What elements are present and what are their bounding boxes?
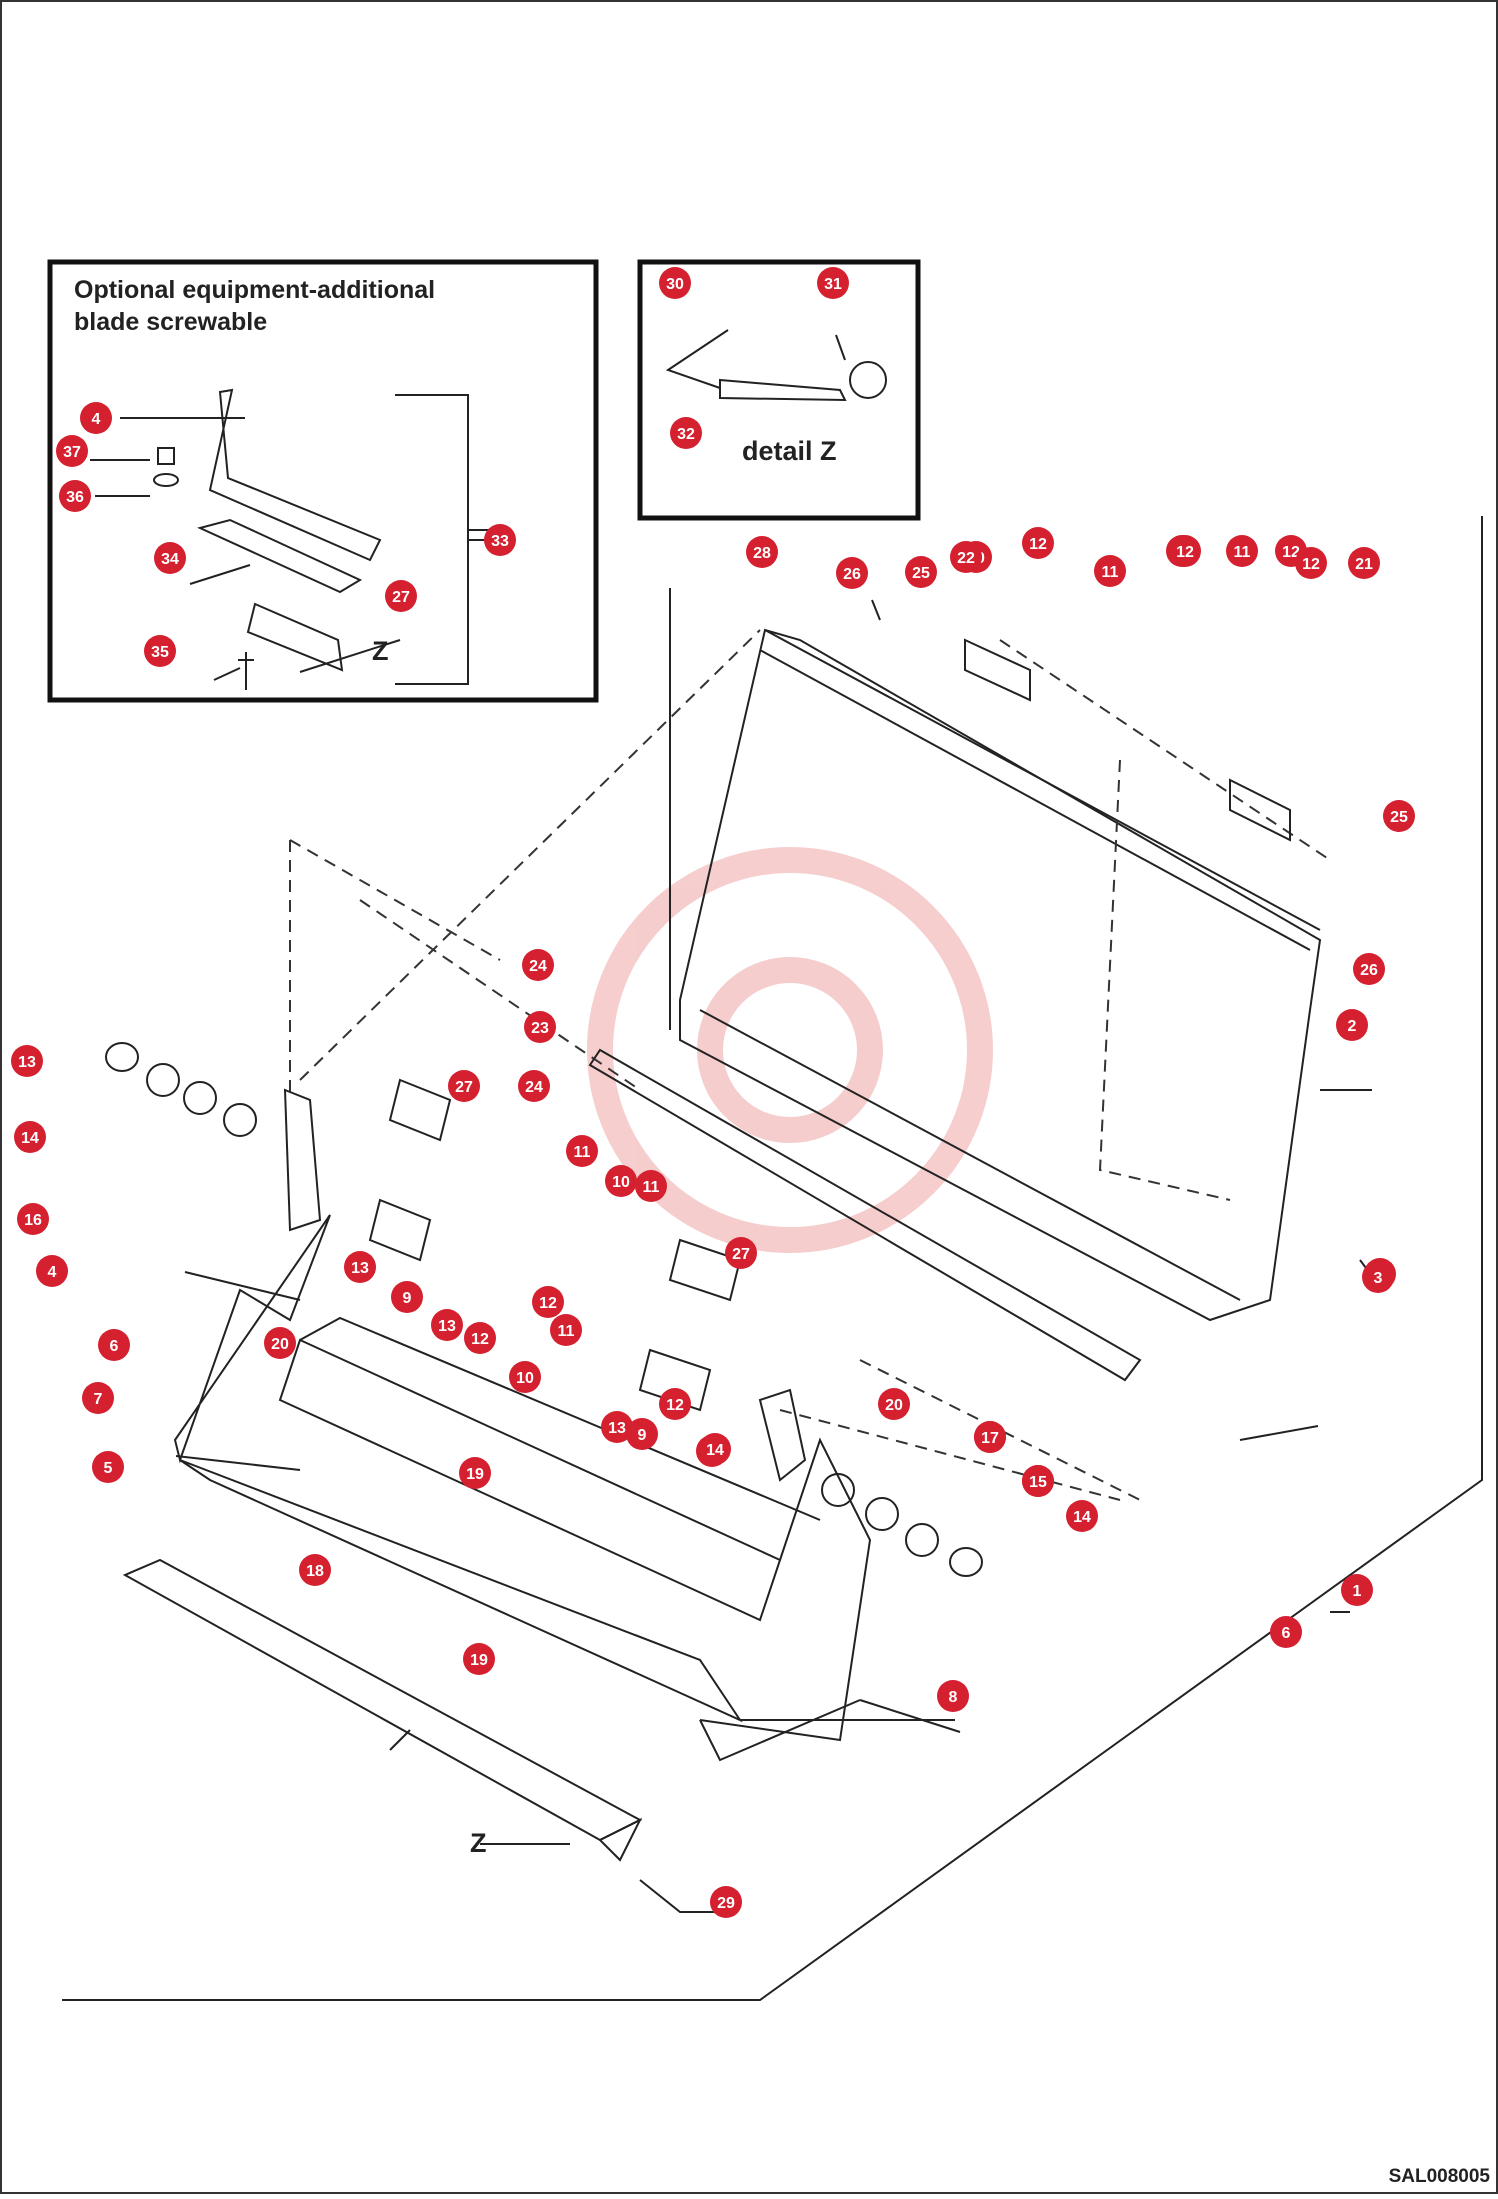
inset-blade-parts — [153, 388, 500, 690]
detail-z-label: detail Z — [742, 436, 837, 466]
leader-lines — [90, 417, 1373, 1913]
view-marker-z-main: Z — [470, 1828, 487, 1858]
rear-frame — [679, 628, 1322, 1322]
view-marker-z-inset: Z — [372, 636, 389, 666]
inset-title-line1: Optional equipment-additional — [74, 276, 436, 304]
cutting-edge-strip — [588, 1048, 1142, 1382]
right-bushings — [758, 1388, 983, 1577]
pins — [368, 638, 1291, 1412]
assembly-lines — [289, 629, 1331, 1501]
inset-optional-box — [47, 259, 599, 703]
bucket-body — [173, 1214, 872, 1762]
inset-detail-box — [637, 259, 921, 521]
inset-title-line2: blade screwable — [74, 308, 268, 336]
left-bushings — [105, 1042, 322, 1232]
blade-protector-strip — [122, 1558, 643, 1862]
drawing-code: SAL008005 — [1388, 2166, 1490, 2187]
detail-z-parts — [665, 329, 887, 402]
base-line — [62, 516, 1483, 2001]
